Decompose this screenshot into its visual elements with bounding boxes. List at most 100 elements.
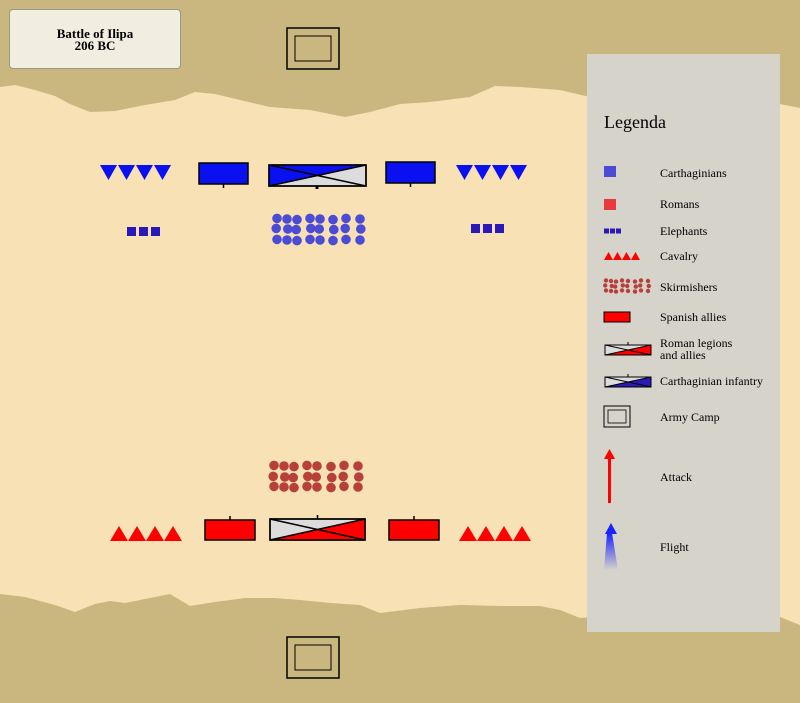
legend-panel xyxy=(587,54,780,632)
skirmishers-dots-icon-unit xyxy=(603,283,608,288)
carthaginian-elephants-left xyxy=(127,227,160,236)
legend-label-army-camp: Army Camp xyxy=(660,410,720,424)
cavalry-triangles-icon-unit xyxy=(622,252,631,260)
roman-skirmishers-unit xyxy=(268,471,279,482)
army-camp-icon xyxy=(603,405,631,428)
roman-skirmishers-unit xyxy=(353,461,363,471)
spanish-allies-rect-icon xyxy=(603,311,631,323)
carthaginian-elephants-left-unit xyxy=(127,227,136,236)
carthaginian-cavalry-left-unit xyxy=(100,165,117,180)
legend-label-spanish-allies: Spanish allies xyxy=(660,310,727,324)
carthaginian-skirmishers-unit xyxy=(329,224,339,235)
roman-skirmishers-unit xyxy=(326,461,336,472)
roman-skirmishers-unit xyxy=(280,472,290,482)
roman-skirmishers-unit xyxy=(339,481,349,492)
spanish-allies-right xyxy=(388,516,440,541)
carthaginian-skirmishers-unit xyxy=(283,224,293,234)
skirmishers-dots-icon-unit xyxy=(632,289,638,294)
legend-label-attack: Attack xyxy=(660,470,692,484)
cavalry-triangles-icon-unit xyxy=(604,252,613,260)
carthaginian-skirmishers-unit xyxy=(341,234,351,245)
carthaginian-elephants-right-unit xyxy=(471,224,480,233)
roman-skirmishers-unit xyxy=(289,461,299,472)
skirmishers-dots-icon-unit xyxy=(619,288,625,293)
roman-skirmishers-unit xyxy=(269,481,279,492)
roman-skirmishers-unit xyxy=(353,482,363,492)
roman-skirmishers-unit xyxy=(311,472,322,482)
carthaginian-left-wing-infantry xyxy=(198,162,249,188)
carthaginian-infantry-icon xyxy=(604,374,652,388)
carthaginian-elephants-right xyxy=(471,224,504,233)
legend-label-flight: Flight xyxy=(660,540,689,554)
flight-arrow-icon xyxy=(604,523,618,570)
carthaginian-cavalry-right-unit xyxy=(492,165,509,180)
carthaginian-skirmishers xyxy=(271,213,366,246)
elephants-icon xyxy=(604,228,621,234)
skirmishers-dots-icon-unit xyxy=(608,288,614,294)
carthaginian-elephants-right-unit xyxy=(495,224,504,233)
roman-cavalry-left xyxy=(110,526,182,541)
roman-skirmishers-unit xyxy=(302,460,312,471)
carthaginian-cavalry-right xyxy=(456,165,527,180)
carthaginian-skirmishers-unit xyxy=(305,234,315,245)
legend-label-carthaginians: Carthaginians xyxy=(660,166,727,180)
skirmishers-dots-icon-unit xyxy=(632,279,638,284)
carthaginian-cavalry-left-unit xyxy=(118,165,135,180)
carthaginian-skirmishers-unit xyxy=(340,223,351,234)
roman-skirmishers-unit xyxy=(289,482,299,493)
skirmishers-dots-icon-unit xyxy=(613,284,618,289)
roman-skirmishers xyxy=(268,460,364,493)
elephants-icon-unit xyxy=(604,228,609,234)
roman-skirmishers-unit xyxy=(354,472,364,482)
legend-label-romans: Romans xyxy=(660,197,700,211)
skirmishers-dots-icon-unit xyxy=(646,283,651,289)
carthaginian-skirmishers-unit xyxy=(306,223,316,234)
legend-title: Legenda xyxy=(604,112,666,132)
roman-skirmishers-unit xyxy=(302,481,312,492)
roman-skirmishers-unit xyxy=(279,461,289,471)
carthaginian-skirmishers-unit xyxy=(356,224,366,234)
carthaginian-center-infantry xyxy=(268,164,367,189)
spanish-allies-left xyxy=(204,516,256,541)
roman-cavalry-right-unit xyxy=(477,526,495,541)
skirmishers-dots-icon-unit xyxy=(638,278,644,283)
roman-skirmishers-unit xyxy=(339,460,349,471)
battle-title-box: Battle of Ilipa 206 BC xyxy=(9,9,181,69)
roman-cavalry-left-unit xyxy=(128,526,146,541)
skirmishers-dots-icon-unit xyxy=(645,278,651,284)
skirmishers-dots-icon-unit xyxy=(619,278,625,283)
carthaginian-army-camp xyxy=(286,27,340,70)
carthaginian-skirmishers-unit xyxy=(355,235,365,245)
carthaginian-elephants-right-unit xyxy=(483,224,492,233)
legend-label-cavalry: Cavalry xyxy=(660,249,698,263)
roman-cavalry-right-unit xyxy=(513,526,531,541)
attack-arrow-icon xyxy=(604,449,615,503)
carthaginian-skirmishers-unit xyxy=(282,214,292,224)
carthaginian-cavalry-left-unit xyxy=(154,165,171,180)
roman-skirmishers-unit xyxy=(326,482,336,493)
cavalry-triangles-icon-unit xyxy=(631,252,640,260)
carthaginian-skirmishers-unit xyxy=(272,234,282,245)
carthaginian-skirmishers-unit xyxy=(328,235,338,246)
battle-date: 206 BC xyxy=(74,38,116,53)
skirmishers-dots-icon-unit xyxy=(645,288,651,294)
skirmishers-dots-icon-unit xyxy=(625,278,631,284)
roman-legions-icon xyxy=(604,342,652,356)
carthaginian-square-icon xyxy=(604,166,616,177)
carthaginian-skirmishers-unit xyxy=(315,235,325,245)
carthaginian-skirmishers-unit xyxy=(292,214,302,225)
roman-army-camp xyxy=(286,636,340,679)
carthaginian-skirmishers-unit xyxy=(292,235,302,246)
roman-cavalry-right-unit xyxy=(459,526,477,541)
skirmishers-dots-icon-unit xyxy=(638,288,644,293)
roman-skirmishers-unit xyxy=(279,482,289,492)
skirmishers-dots-icon-unit xyxy=(608,278,614,284)
roman-cavalry-right-unit xyxy=(495,526,513,541)
roman-skirmishers-unit xyxy=(303,471,313,482)
carthaginian-skirmishers-unit xyxy=(355,214,365,224)
skirmishers-dots-icon-unit xyxy=(625,283,630,289)
cavalry-triangles-icon xyxy=(604,252,640,260)
roman-skirmishers-unit xyxy=(312,482,322,492)
roman-legions-center xyxy=(269,515,366,541)
